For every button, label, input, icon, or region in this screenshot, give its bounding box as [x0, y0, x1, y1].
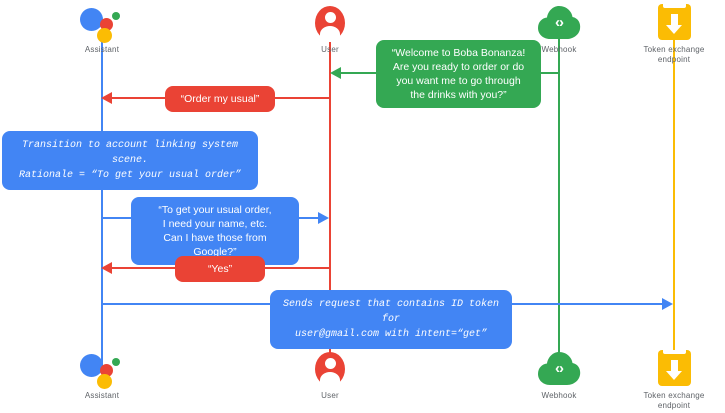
download-arrow-icon: [666, 360, 682, 380]
assistant-yellow-dot-icon: [97, 28, 112, 43]
lifeline-token-endpoint: [673, 38, 675, 368]
actor-label-user: User: [321, 391, 339, 400]
actor-label-assistant: Assistant: [84, 391, 120, 400]
assistant-blue-dot-icon: [80, 354, 103, 377]
assistant-red-dot-icon: [100, 18, 113, 31]
message-bubble-token-request: Sends request that contains ID token for…: [270, 290, 512, 349]
arrow-head-token-request: [662, 298, 673, 310]
token-box-shape: [658, 4, 691, 40]
actor-label-webhook: Webhook: [541, 391, 577, 400]
actor-label-webhook: Webhook: [541, 45, 577, 54]
actor-token-endpoint-bottom: Token exchange endpoint: [614, 348, 725, 411]
assistant-blue-dot-icon: [80, 8, 103, 31]
message-bubble-order-my-usual: “Order my usual”: [165, 86, 275, 112]
assistant-yellow-dot-icon: [97, 374, 112, 389]
google-assistant-logo: [42, 348, 162, 389]
person-circle-icon: [270, 348, 390, 388]
cloud-svg: [538, 352, 581, 385]
actor-assistant-bottom: Assistant: [42, 348, 162, 401]
token-box-notch: [663, 350, 686, 354]
cloud-shape: ‹›: [537, 350, 581, 388]
actor-token-endpoint-top: Token exchange endpoint: [614, 2, 725, 65]
message-bubble-yes: “Yes”: [175, 256, 265, 282]
lifeline-user: [329, 38, 331, 368]
actor-label-token-endpoint: Token exchange endpoint: [643, 45, 705, 64]
actor-user-top: User: [270, 2, 390, 55]
message-bubble-welcome: “Welcome to Boba Bonanza! Are you ready …: [376, 40, 541, 108]
google-assistant-logo: [42, 2, 162, 43]
message-bubble-ask-for-name: “To get your usual order, I need your na…: [131, 197, 299, 265]
assistant-green-dot-icon: [112, 358, 120, 366]
cloud-code-icon: ‹›: [499, 2, 619, 42]
person-circle-icon: [270, 2, 390, 42]
cloud-shape: ‹›: [537, 4, 581, 42]
code-brackets-glyph: ‹›: [555, 360, 564, 377]
actor-label-assistant: Assistant: [84, 45, 120, 54]
download-box-icon: [614, 2, 725, 42]
actor-label-user: User: [321, 45, 339, 54]
lifeline-webhook: [558, 38, 560, 368]
actor-webhook-bottom: ‹› Webhook: [499, 348, 619, 401]
arrow-head-ask-for-name: [318, 212, 329, 224]
assistant-red-dot-icon: [100, 364, 113, 377]
user-avatar-icon: [315, 6, 345, 42]
token-box-shape: [658, 350, 691, 386]
user-avatar-icon: [315, 352, 345, 388]
arrow-head-yes: [101, 262, 112, 274]
assistant-green-dot-icon: [112, 12, 120, 20]
actor-user-bottom: User: [270, 348, 390, 401]
cloud-svg: [538, 6, 581, 39]
arrow-head-order-my-usual: [101, 92, 112, 104]
arrow-head-welcome: [330, 67, 341, 79]
lifeline-assistant: [101, 38, 103, 368]
message-bubble-transition-note: Transition to account linking system sce…: [2, 131, 258, 190]
cloud-code-icon: ‹›: [499, 348, 619, 388]
token-box-notch: [663, 4, 686, 8]
download-box-icon: [614, 348, 725, 388]
actor-webhook-top: ‹› Webhook: [499, 2, 619, 55]
code-brackets-glyph: ‹›: [555, 14, 564, 31]
download-arrow-icon: [666, 14, 682, 34]
actor-assistant-top: Assistant: [42, 2, 162, 55]
actor-label-token-endpoint: Token exchange endpoint: [643, 391, 705, 410]
